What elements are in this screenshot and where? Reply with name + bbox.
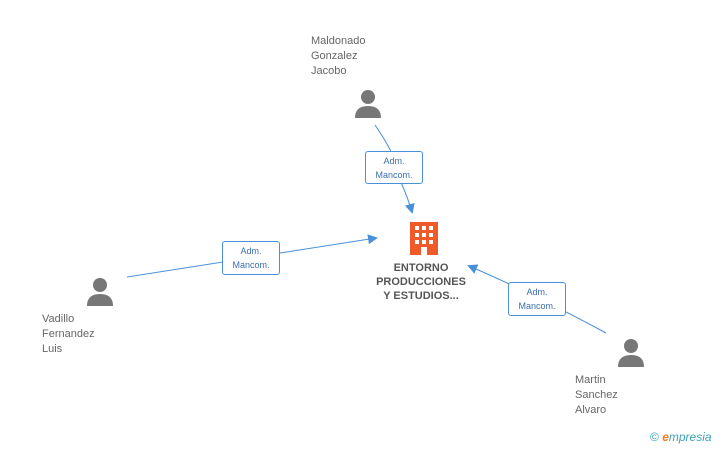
company-name[interactable]: ENTORNO PRODUCCIONES Y ESTUDIOS...	[376, 262, 466, 302]
relation-label-vadillo: Adm. Mancom.	[222, 241, 280, 275]
person-icon[interactable]	[354, 88, 382, 118]
copyright-symbol: ©	[650, 430, 659, 444]
relation-label-maldonado: Adm. Mancom.	[365, 151, 423, 184]
person-name-vadillo: Vadillo Fernandez Luis	[42, 313, 95, 355]
relation-label-martin: Adm. Mancom.	[508, 282, 566, 316]
person-name-maldonado: Maldonado Gonzalez Jacobo	[311, 35, 366, 77]
person-icon[interactable]	[86, 276, 114, 306]
footer-brand: © empresia	[650, 430, 712, 444]
building-icon[interactable]	[407, 221, 441, 255]
brand-name: mpresia	[668, 430, 712, 444]
person-icon[interactable]	[617, 337, 645, 367]
person-name-martin: Martin Sanchez Alvaro	[575, 374, 618, 416]
brand-initial: e	[662, 430, 669, 444]
